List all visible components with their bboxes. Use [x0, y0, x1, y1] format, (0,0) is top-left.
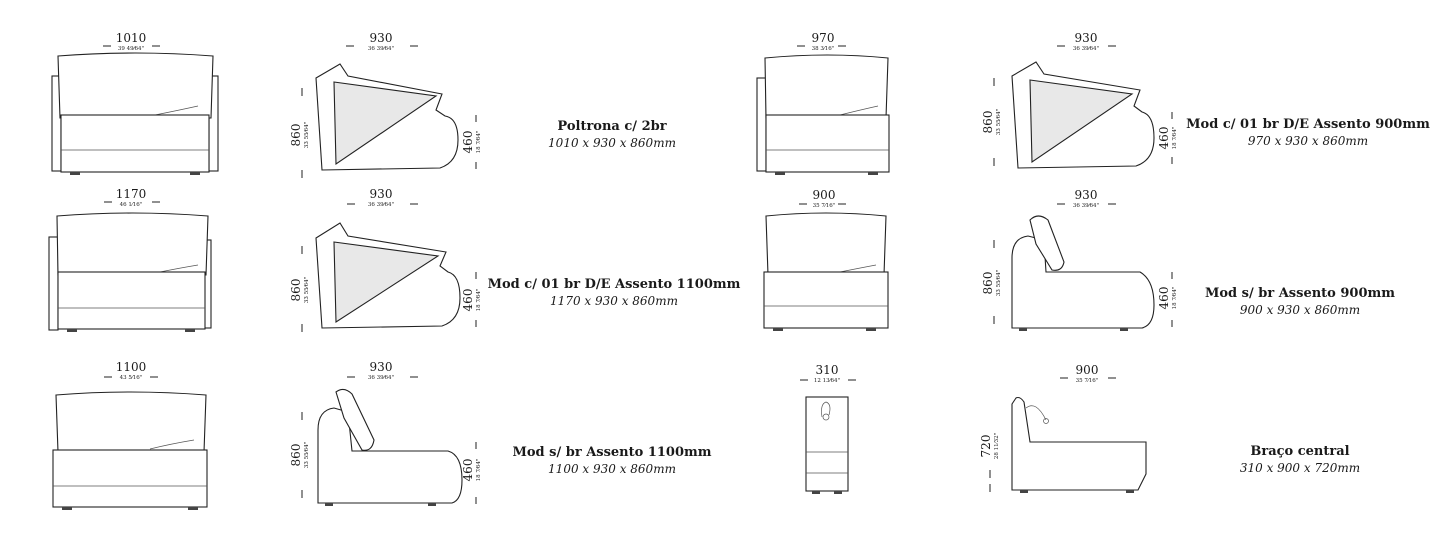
svg-text:33 55⁄64": 33 55⁄64"	[996, 270, 1002, 296]
svg-text:860: 860	[981, 111, 995, 134]
svg-text:18 7⁄64": 18 7⁄64"	[476, 459, 482, 482]
module-dimensions: 900 x 930 x 860mm	[1239, 303, 1361, 317]
svg-text:28 11⁄32": 28 11⁄32"	[994, 433, 1000, 459]
seat-height-mm: 460	[461, 131, 475, 154]
height-in: 33 55⁄64"	[304, 122, 310, 148]
module-braco-central-front-view: 310 12 13⁄64"	[800, 363, 856, 494]
svg-text:930: 930	[1075, 188, 1098, 202]
module-title: Mod c/ 01 br D/E Assento 900mm	[1186, 117, 1430, 132]
svg-text:35 7⁄16": 35 7⁄16"	[1076, 378, 1099, 384]
module-1100-no-arm-side-view: 930 36 39⁄64" 860 33 55⁄64" 460 18 7⁄64"	[289, 360, 482, 506]
svg-text:35 7⁄16": 35 7⁄16"	[813, 203, 836, 209]
svg-text:46 1⁄16": 46 1⁄16"	[120, 202, 143, 208]
svg-text:720: 720	[979, 435, 993, 458]
module-title: Mod s/ br Assento 900mm	[1204, 286, 1396, 301]
side-depth-mm: 930	[370, 31, 393, 45]
module-dimensions: 1170 x 930 x 860mm	[550, 294, 678, 308]
module-1100-arm-front-view: 1170 46 1⁄16"	[48, 187, 212, 332]
module-900-arm-front-view: 970 38 3⁄16"	[756, 31, 890, 175]
svg-text:12 13⁄64": 12 13⁄64"	[814, 378, 840, 384]
module-title: Mod s/ br Assento 1100mm	[512, 445, 712, 460]
module-title: Mod c/ 01 br D/E Assento 1100mm	[487, 277, 741, 292]
caption-mod-900-arm: Mod c/ 01 br D/E Assento 900mm 970 x 930…	[1178, 117, 1438, 148]
svg-text:43 5⁄16": 43 5⁄16"	[120, 375, 143, 381]
svg-text:33 55⁄64": 33 55⁄64"	[304, 277, 310, 303]
module-dimensions: 310 x 900 x 720mm	[1239, 461, 1361, 475]
module-dimensions: 1100 x 930 x 860mm	[548, 462, 676, 476]
svg-text:860: 860	[289, 444, 303, 467]
module-1100-no-arm-front-view: 1100 43 5⁄16"	[52, 360, 208, 510]
svg-text:33 55⁄64": 33 55⁄64"	[996, 109, 1002, 135]
caption-braco-central: Braço central 310 x 900 x 720mm	[1170, 444, 1430, 475]
module-900-no-arm-side-view: 930 36 39⁄64" 860 33 55⁄64" 460 18 7⁄64"	[981, 188, 1178, 331]
svg-text:18 7⁄64": 18 7⁄64"	[1172, 287, 1178, 310]
svg-text:930: 930	[1075, 31, 1098, 45]
module-900-arm-side-view: 930 36 39⁄64" 860 33 55⁄64" 460 18 7⁄64"	[981, 31, 1178, 169]
svg-text:860: 860	[981, 272, 995, 295]
svg-text:900: 900	[813, 188, 836, 202]
svg-text:460: 460	[1157, 287, 1171, 310]
svg-text:18 7⁄64": 18 7⁄64"	[1172, 127, 1178, 150]
svg-text:460: 460	[461, 459, 475, 482]
svg-text:930: 930	[370, 360, 393, 374]
module-poltrona-side-view: 930 36 39⁄64" 860 33 55⁄64" 460 18 7⁄64"	[289, 31, 482, 178]
svg-text:310: 310	[816, 363, 839, 377]
module-title: Braço central	[1250, 444, 1350, 459]
front-width-in: 39 49⁄64"	[118, 46, 144, 52]
front-width-mm: 1010	[116, 31, 147, 45]
svg-text:36 39⁄64": 36 39⁄64"	[1073, 46, 1099, 52]
svg-text:900: 900	[1076, 363, 1099, 377]
module-1100-arm-side-view: 930 36 39⁄64" 860 33 55⁄64" 460 18 7⁄64"	[289, 187, 482, 332]
svg-text:460: 460	[1157, 127, 1171, 150]
svg-text:18 7⁄64": 18 7⁄64"	[476, 289, 482, 312]
svg-text:460: 460	[461, 289, 475, 312]
svg-text:860: 860	[289, 279, 303, 302]
svg-text:930: 930	[370, 187, 393, 201]
svg-text:970: 970	[812, 31, 835, 45]
module-dimensions: 970 x 930 x 860mm	[1247, 134, 1369, 148]
svg-text:38 3⁄16": 38 3⁄16"	[812, 46, 835, 52]
svg-text:1100: 1100	[116, 360, 147, 374]
svg-text:36 39⁄64": 36 39⁄64"	[1073, 203, 1099, 209]
side-depth-in: 36 39⁄64"	[368, 46, 394, 52]
module-title: Poltrona c/ 2br	[557, 119, 667, 134]
module-braco-central-side-view: 900 35 7⁄16" 720 28 11⁄32"	[979, 363, 1147, 493]
height-mm: 860	[289, 124, 303, 147]
caption-mod-1100-no-arm: Mod s/ br Assento 1100mm 1100 x 930 x 86…	[482, 445, 742, 476]
module-poltrona-front-view: 1010 39 49⁄64"	[51, 31, 219, 175]
svg-text:36 39⁄64": 36 39⁄64"	[368, 375, 394, 381]
caption-mod-900-no-arm: Mod s/ br Assento 900mm 900 x 930 x 860m…	[1170, 286, 1430, 317]
module-dimensions: 1010 x 930 x 860mm	[548, 136, 676, 150]
module-900-no-arm-front-view: 900 35 7⁄16"	[763, 188, 889, 331]
svg-text:1170: 1170	[116, 187, 147, 201]
svg-text:36 39⁄64": 36 39⁄64"	[368, 202, 394, 208]
seat-height-in: 18 7⁄64"	[476, 131, 482, 154]
svg-text:33 55⁄64": 33 55⁄64"	[304, 442, 310, 468]
caption-mod-1100-arm: Mod c/ 01 br D/E Assento 1100mm 1170 x 9…	[484, 277, 744, 308]
caption-poltrona: Poltrona c/ 2br 1010 x 930 x 860mm	[482, 119, 742, 150]
